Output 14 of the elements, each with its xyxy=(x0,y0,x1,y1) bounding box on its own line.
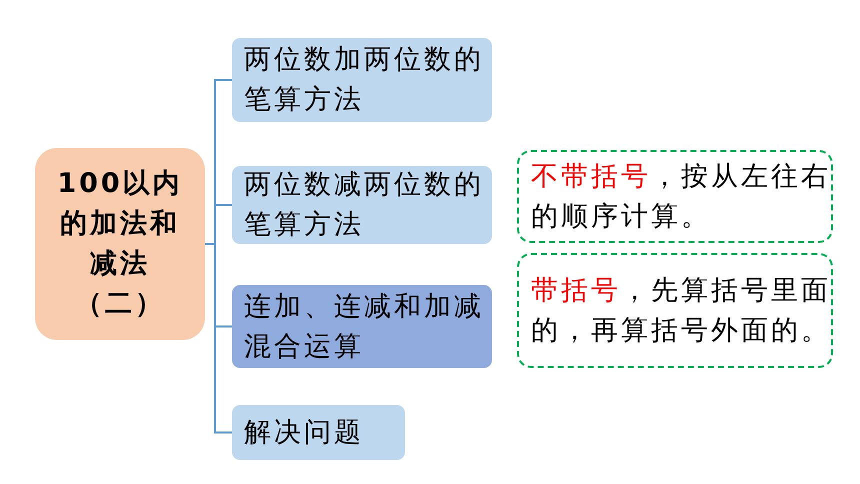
topic-text: 两位数减两位数的笔算方法 xyxy=(244,168,485,242)
topic-text: 连加、连减和加减混合运算 xyxy=(244,290,485,364)
note-text: 带括号，先算括号里面的，再算括号外面的。 xyxy=(531,274,831,348)
note-box xyxy=(517,253,833,368)
note-box xyxy=(517,150,833,243)
topic-box xyxy=(35,148,205,340)
topic-text: 解决问题 xyxy=(244,416,364,450)
topic-box xyxy=(232,38,492,122)
topic-box xyxy=(232,405,405,460)
note-text: 不带括号，按从左往右的顺序计算。 xyxy=(531,160,831,234)
connector-line xyxy=(205,243,232,434)
topic-box xyxy=(232,285,492,368)
topic-text: 两位数加两位数的笔算方法 xyxy=(244,43,485,117)
topic-text: 100以内的加法和减法（二） xyxy=(56,167,184,321)
